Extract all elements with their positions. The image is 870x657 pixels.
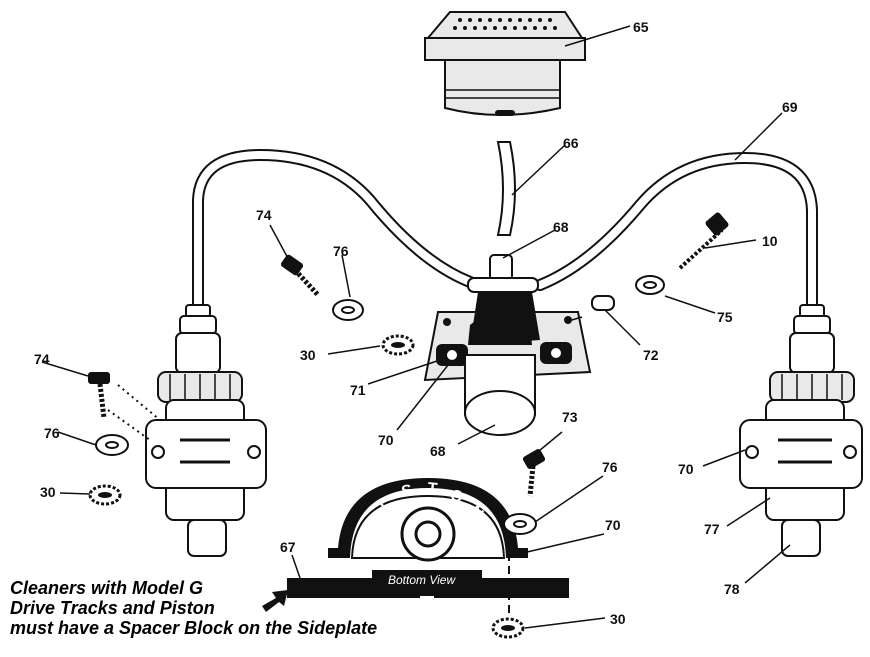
- label-65: 65: [633, 19, 649, 35]
- label-70-center: 70: [378, 432, 394, 448]
- label-70-lower: 70: [605, 517, 621, 533]
- part-10-screw: [678, 212, 729, 270]
- part-72-spacer: [591, 295, 615, 311]
- note-line-3: must have a Spacer Block on the Sideplat…: [10, 618, 378, 638]
- label-10: 10: [762, 233, 778, 249]
- part-76-washer-left: [95, 434, 129, 456]
- label-68-bottom: 68: [430, 443, 446, 459]
- bottom-view-label: Bottom View: [388, 573, 456, 587]
- label-76-left: 76: [44, 425, 60, 441]
- label-74-left: 74: [34, 351, 50, 367]
- note-line-2: Drive Tracks and Piston: [10, 598, 215, 618]
- leader-lines: [41, 25, 791, 629]
- label-76-upper: 76: [333, 243, 349, 259]
- label-70-right: 70: [678, 461, 694, 477]
- part-30-nut-lower: [491, 617, 525, 639]
- left-valve-assembly: [107, 304, 267, 557]
- label-30-left: 30: [40, 484, 56, 500]
- note-line-1: Cleaners with Model G: [10, 578, 204, 598]
- right-valve-assembly: [739, 304, 863, 557]
- label-69: 69: [782, 99, 798, 115]
- part-73-screw: [522, 449, 546, 497]
- part-65-cap: [424, 11, 586, 116]
- part-76-washer-lower: [503, 513, 537, 535]
- part-67-sideplate: [287, 570, 569, 602]
- part-74-screw-left: [88, 372, 110, 419]
- part-75-washer: [635, 275, 665, 295]
- label-78: 78: [724, 581, 740, 597]
- part-30-nut-left: [88, 484, 122, 506]
- part-74-screw-upper: [280, 254, 320, 297]
- label-75: 75: [717, 309, 733, 325]
- label-30-lower: 30: [610, 611, 626, 627]
- piston-letter-t: T: [427, 480, 439, 498]
- part-76-washer-upper: [332, 299, 364, 321]
- piston-letter-s: S: [400, 482, 415, 501]
- part-69-hose: [192, 148, 818, 311]
- part-66-tube: [496, 141, 516, 236]
- label-30-upper: 30: [300, 347, 316, 363]
- label-76-lower: 76: [602, 459, 618, 475]
- label-67: 67: [280, 539, 296, 555]
- label-74-upper: 74: [256, 207, 272, 223]
- label-77: 77: [704, 521, 720, 537]
- label-72: 72: [643, 347, 659, 363]
- part-30-nut-upper: [381, 334, 415, 356]
- label-73: 73: [562, 409, 578, 425]
- right-arrow-icon: [262, 590, 288, 612]
- part-68-center-assembly: [423, 254, 592, 436]
- piston-bottom-view: [328, 478, 528, 562]
- label-68-top: 68: [553, 219, 569, 235]
- label-71: 71: [350, 382, 366, 398]
- label-66: 66: [563, 135, 579, 151]
- spacer-block-note: Cleaners with Model G Drive Tracks and P…: [10, 578, 470, 638]
